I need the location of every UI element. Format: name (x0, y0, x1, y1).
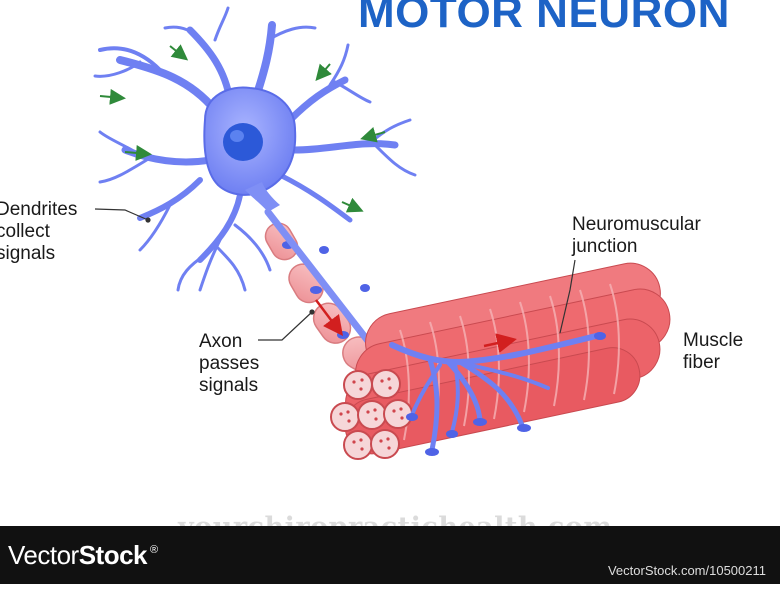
signal-arrows-out (315, 299, 517, 353)
label-dendrites: Dendrites collect signals (0, 199, 78, 264)
brand-logo: VectorStock (8, 540, 148, 571)
leader-lines (94, 208, 576, 341)
label-muscle-fiber: Muscle fiber (683, 330, 744, 373)
registered-mark: ® (150, 544, 159, 556)
watermark-footer: VectorStock ® VectorStock.com/10500211 (0, 526, 780, 584)
brand-bold: Stock (78, 540, 148, 570)
image-id: VectorStock.com/10500211 (607, 563, 766, 578)
nucleus (223, 123, 263, 161)
nucleolus (230, 130, 244, 142)
axon-terminals (389, 332, 603, 453)
label-axon: Axon passes signals (199, 331, 260, 396)
diagram-title: MOTOR NEURON (358, 0, 730, 37)
signal-arrows-in (99, 44, 386, 213)
dendrites (93, 6, 417, 292)
label-neuromuscular-junction: Neuromuscular junction (572, 214, 701, 257)
fiber-ends (330, 369, 413, 460)
brand-light: Vector (8, 540, 79, 570)
axon-hillock (245, 182, 280, 212)
motor-end-plates (406, 332, 606, 456)
